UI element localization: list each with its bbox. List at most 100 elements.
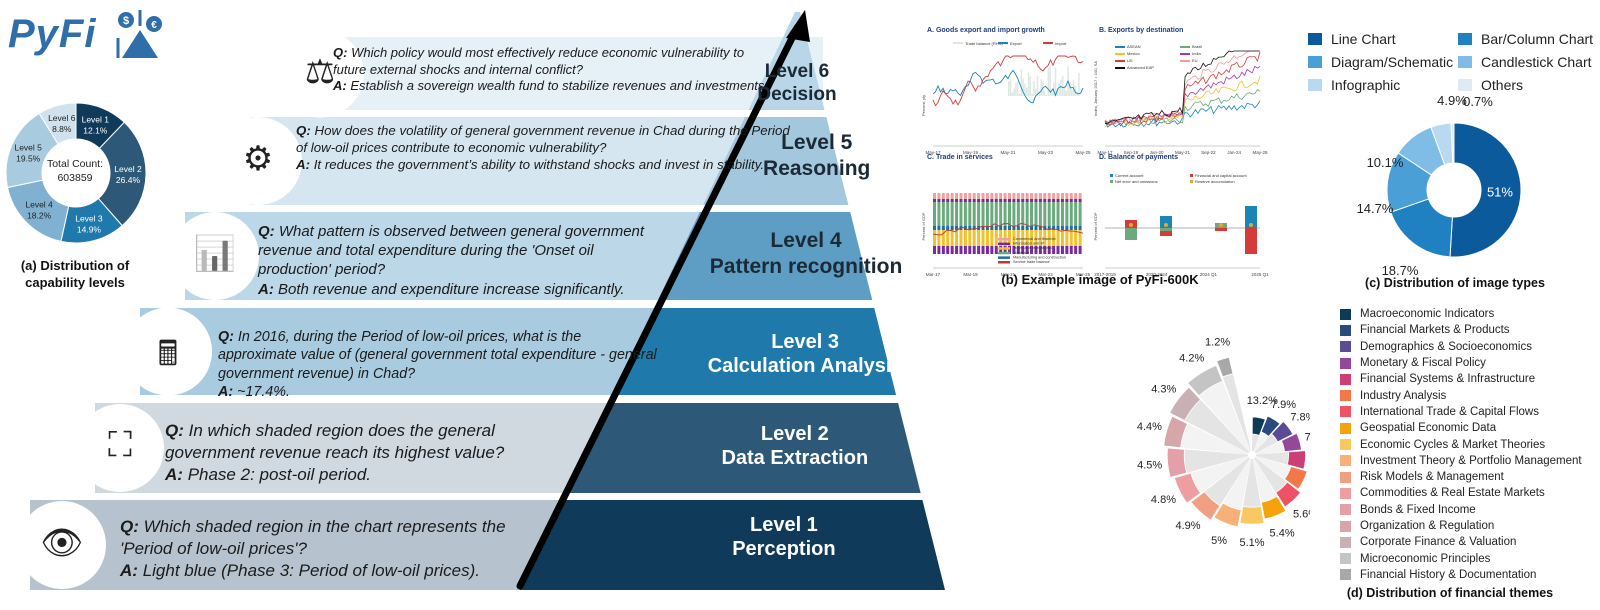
slice-category: Level 2 [114, 164, 142, 174]
radial-bar-base [1253, 431, 1269, 453]
legend-item: Information and IP [1013, 242, 1044, 246]
slice-label: 8.8% [52, 124, 72, 134]
legend-item: Macroeconomic Indicators [1340, 306, 1582, 322]
calculator-icon: 🖩 [157, 334, 179, 373]
legend-item: Financial Markets & Products [1340, 322, 1582, 338]
radial-bar [1166, 447, 1188, 478]
qa-text-level-4: Q: What pattern is observed between gene… [258, 222, 658, 299]
x-tick: 2020-2024 [1146, 272, 1168, 277]
x-tick: 2017-2019 [1094, 272, 1116, 277]
x-tick: May-21 [1000, 150, 1016, 155]
qa-banner-level-3 [140, 308, 695, 395]
slice-category: Level 6 [48, 113, 76, 123]
radial-bar-base [1255, 456, 1291, 480]
radial-bar [1271, 420, 1294, 443]
panel-title: C. Trade in services [927, 154, 993, 161]
y-label: Index, January 2017 = 100, SA [1093, 61, 1098, 116]
answer: ~17.4%. [237, 383, 290, 400]
radial-bar-base [1242, 458, 1262, 508]
answer: Both revenue and expenditure increase si… [278, 280, 625, 298]
series-line [932, 55, 1084, 107]
radial-bar-base [1199, 381, 1251, 453]
radial-bar-label: 5% [1211, 535, 1227, 547]
legend-swatch [1340, 520, 1351, 532]
slice-category: Level 1 [82, 115, 110, 125]
legend-item: Economic Cycles & Market Theories [1340, 436, 1582, 452]
radial-bar [1216, 356, 1234, 378]
radial-bar-label: 4.3% [1151, 383, 1176, 395]
question-prefix: Q: [165, 421, 184, 440]
legend-swatch [1340, 569, 1351, 581]
bop-bar [1245, 206, 1257, 228]
slice-category: Level 3 [75, 213, 103, 223]
bop-bar [1160, 228, 1172, 231]
icon-badge [276, 29, 364, 118]
legend-item: Current account [1115, 173, 1144, 178]
total-count-label: Total Count: [46, 158, 104, 170]
legend-swatch [1340, 422, 1351, 434]
legend-label: Financial Systems & Infrastructure [1360, 373, 1536, 386]
legend-item: Line Chart [1308, 28, 1458, 49]
legend-item: Bonds & Fixed Income [1340, 502, 1582, 518]
radial-bar [1280, 432, 1302, 453]
legend-item: Mexico [1127, 51, 1140, 56]
radial-bar-base [1254, 457, 1288, 493]
answer-prefix: A: [218, 383, 234, 400]
legend-label: Demographics & Socioeconomics [1360, 340, 1532, 353]
pyfi-logo: PyFi $ € [8, 8, 164, 60]
reserve-marker [1164, 223, 1168, 227]
level-number: Level 6 [764, 61, 830, 82]
question-prefix: Q: [258, 223, 275, 240]
qa-text-level-6: Q: Which policy would most effectively r… [333, 45, 773, 95]
answer-prefix: A: [296, 157, 311, 173]
slice-label: 18.2% [27, 211, 52, 221]
legend-item: Commercial and financial [1013, 237, 1056, 241]
level-name: Calculation Analysis [707, 355, 903, 378]
y-label: Percent, y/y [921, 95, 926, 116]
radial-bar-base [1254, 433, 1278, 454]
donut-slice-6 [38, 102, 77, 145]
legend-item: Infographic [1308, 74, 1458, 95]
slice-label: 12.1% [83, 126, 108, 136]
level-name: Decision [757, 84, 837, 106]
icon-badge [18, 501, 106, 589]
question-prefix: Q: [296, 123, 311, 138]
x-tick: May-21 [1175, 150, 1191, 155]
image-scan-icon: ⛶ [108, 426, 132, 464]
legend-item: Manufacturing and construction [1013, 255, 1066, 259]
qa-banner-level-4 [185, 212, 740, 300]
legend-label: Risk Models & Management [1360, 471, 1504, 484]
legend-swatch [1340, 553, 1351, 565]
legend-swatch [1458, 78, 1472, 91]
qa-banner-level-1 [30, 500, 603, 590]
progression-arrow [516, 24, 801, 590]
legend-item: ASEAN [1127, 44, 1141, 49]
x-tick: May-25 [1075, 150, 1091, 155]
x-tick: May-25 [1252, 150, 1268, 155]
level-number: Level 3 [771, 331, 840, 353]
legend-label: Geospatial Economic Data [1360, 422, 1497, 435]
svg-text:€: € [152, 20, 158, 31]
legend-item: Bar/Column Chart [1458, 28, 1598, 49]
answer: Establish a sovereign wealth fund to sta… [350, 78, 769, 94]
qa-banner-level-2 [95, 403, 649, 493]
series-line [1104, 65, 1261, 127]
question-prefix: Q: [218, 329, 234, 345]
legend-label: Industry Analysis [1360, 389, 1447, 402]
x-tick: Mar-25 [1076, 272, 1091, 277]
radial-bar-label: 4.9% [1175, 520, 1200, 532]
radial-bar-base [1252, 458, 1278, 503]
question: What pattern is observed between general… [258, 223, 645, 279]
series-line [932, 69, 1084, 104]
qa-banner-level-6 [300, 37, 824, 110]
radial-bar [1286, 450, 1306, 470]
legend-label: International Trade & Capital Flows [1360, 405, 1539, 418]
radial-bar [1213, 502, 1242, 528]
x-tick: May-19 [963, 150, 979, 155]
slice-label: 14.7% [1357, 201, 1394, 216]
